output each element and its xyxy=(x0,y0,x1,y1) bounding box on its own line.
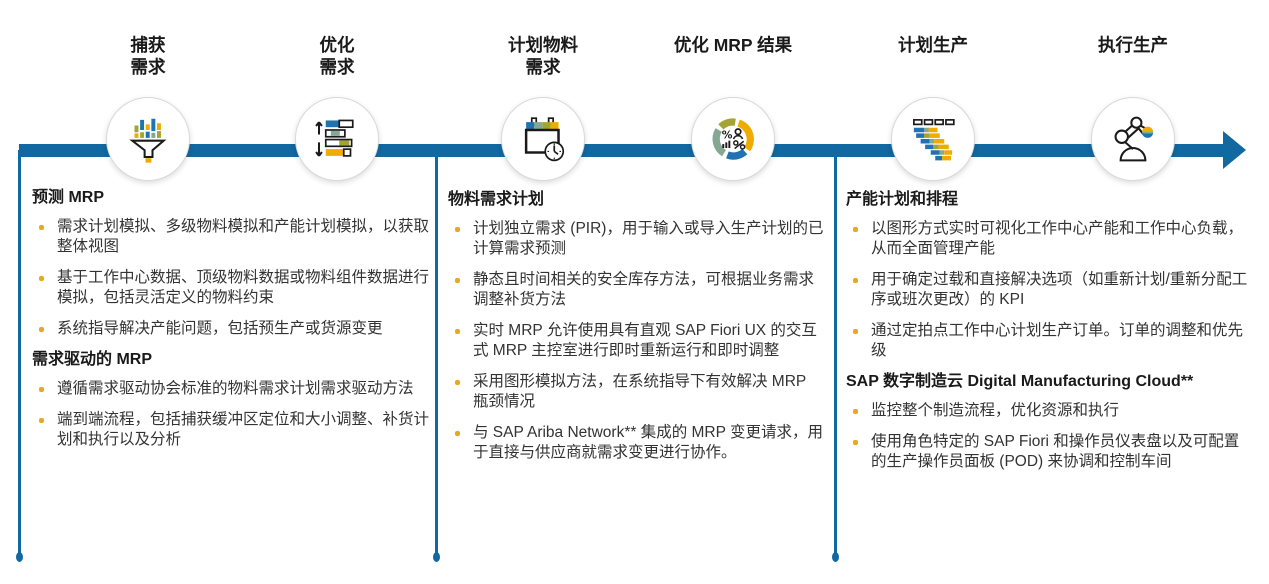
bullet-dot-icon xyxy=(39,276,44,281)
section-mrp: 物料需求计划 计划独立需求 (PIR)，用于输入或导入生产计划的已计算需求预测 … xyxy=(448,190,824,463)
column-divider-3 xyxy=(832,150,839,562)
stage-title-optimize-mrp: 优化 MRP 结果 xyxy=(623,34,843,56)
stage-title-line: 需求 xyxy=(525,57,561,77)
svg-text:%: % xyxy=(722,128,733,141)
list-item: 计划独立需求 (PIR)，用于输入或导入生产计划的已计算需求预测 xyxy=(448,219,824,259)
calendar-clock-icon xyxy=(524,117,565,162)
list-item: 静态且时间相关的安全库存方法，可根据业务需求调整补货方法 xyxy=(448,270,824,310)
bullet-text: 与 SAP Ariba Network** 集成的 MRP 变更请求，用于直接与… xyxy=(473,424,823,461)
stage-title-line: 捕获 xyxy=(130,35,166,55)
list-item: 监控整个制造流程，优化资源和执行 xyxy=(846,401,1248,421)
stage-circle-plan-production xyxy=(891,97,975,181)
bullet-text: 实时 MRP 允许使用具有直观 SAP Fiori UX 的交互式 MRP 主控… xyxy=(473,322,817,359)
stage-title-line: 计划物料 xyxy=(508,35,578,55)
bullet-dot-icon xyxy=(455,380,460,385)
list-item: 与 SAP Ariba Network** 集成的 MRP 变更请求，用于直接与… xyxy=(448,423,824,463)
section-heading: 产能计划和排程 xyxy=(846,191,959,208)
stage-title-plan-material: 计划物料 需求 xyxy=(433,34,653,78)
bullet-dot-icon xyxy=(39,387,44,392)
list-item: 基于工作中心数据、顶级物料数据或物料组件数据进行模拟，包括灵活定义的物料约束 xyxy=(32,268,432,308)
bullet-dot-icon xyxy=(39,225,44,230)
stage-circle-plan-material xyxy=(501,97,585,181)
bullet-dot-icon xyxy=(853,329,858,334)
bullet-text: 端到端流程，包括捕获缓冲区定位和大小调整、补货计划和执行以及分析 xyxy=(57,411,430,448)
list-item: 系统指导解决产能问题，包括预生产或货源变更 xyxy=(32,319,432,339)
bullet-text: 需求计划模拟、多级物料模拟和产能计划模拟，以获取整体视图 xyxy=(57,218,430,255)
column-divider-1 xyxy=(16,150,23,562)
section-heading: 预测 MRP xyxy=(32,189,105,206)
stage-title-line: 执行生产 xyxy=(1098,35,1168,55)
list-item: 以图形方式实时可视化工作中心产能和工作中心负载，从而全面管理产能 xyxy=(846,219,1248,259)
bullet-dot-icon xyxy=(853,440,858,445)
column-capacity-planning: 产能计划和排程 以图形方式实时可视化工作中心产能和工作中心负载，从而全面管理产能… xyxy=(846,190,1248,483)
stage-title-line: 需求 xyxy=(319,57,355,77)
bullet-dot-icon xyxy=(455,278,460,283)
section-forecast-mrp: 预测 MRP 需求计划模拟、多级物料模拟和产能计划模拟，以获取整体视图 基于工作… xyxy=(32,188,432,339)
bullet-text: 采用图形模拟方法，在系统指导下有效解决 MRP 瓶颈情况 xyxy=(473,373,806,410)
stage-circle-optimize-demand xyxy=(295,97,379,181)
bullet-dot-icon xyxy=(455,329,460,334)
section-demand-driven-mrp: 需求驱动的 MRP 遵循需求驱动协会标准的物料需求计划需求驱动方法 端到端流程，… xyxy=(32,350,432,450)
bullet-dot-icon xyxy=(455,227,460,232)
section-heading: 需求驱动的 MRP xyxy=(32,351,153,368)
stage-circle-optimize-mrp: % xyxy=(691,97,775,181)
list-item: 采用图形模拟方法，在系统指导下有效解决 MRP 瓶颈情况 xyxy=(448,372,824,412)
bullet-dot-icon xyxy=(853,227,858,232)
column-forecast-mrp: 预测 MRP 需求计划模拟、多级物料模拟和产能计划模拟，以获取整体视图 基于工作… xyxy=(32,188,432,461)
stage-title-line: 优化 MRP 结果 xyxy=(673,35,793,55)
section-heading: SAP 数字制造云 Digital Manufacturing Cloud** xyxy=(846,373,1194,390)
stage-title-optimize-demand: 优化 需求 xyxy=(227,34,447,78)
bullet-dot-icon xyxy=(455,431,460,436)
list-item: 需求计划模拟、多级物料模拟和产能计划模拟，以获取整体视图 xyxy=(32,217,432,257)
stage-title-execute-production: 执行生产 xyxy=(1023,34,1243,56)
stage-title-line: 需求 xyxy=(130,57,166,77)
section-capacity-planning: 产能计划和排程 以图形方式实时可视化工作中心产能和工作中心负载，从而全面管理产能… xyxy=(846,190,1248,361)
column-material-requirements-planning: 物料需求计划 计划独立需求 (PIR)，用于输入或导入生产计划的已计算需求预测 … xyxy=(448,190,824,474)
stage-circle-execute-production xyxy=(1091,97,1175,181)
list-item: 通过定拍点工作中心计划生产订单。订单的调整和优先级 xyxy=(846,321,1248,361)
bullet-dot-icon xyxy=(39,418,44,423)
column-divider-2 xyxy=(433,150,440,562)
list-item: 用于确定过载和直接解决选项（如重新计划/重新分配工序或班次更改）的 KPI xyxy=(846,270,1248,310)
list-item: 遵循需求驱动协会标准的物料需求计划需求驱动方法 xyxy=(32,379,432,399)
timeline-arrowhead-icon xyxy=(1223,131,1246,169)
bullet-text: 用于确定过载和直接解决选项（如重新计划/重新分配工序或班次更改）的 KPI xyxy=(871,271,1248,308)
list-item: 实时 MRP 允许使用具有直观 SAP Fiori UX 的交互式 MRP 主控… xyxy=(448,321,824,361)
list-item: 端到端流程，包括捕获缓冲区定位和大小调整、补货计划和执行以及分析 xyxy=(32,410,432,450)
bullet-text: 遵循需求驱动协会标准的物料需求计划需求驱动方法 xyxy=(57,380,414,397)
bullet-dot-icon xyxy=(853,409,858,414)
timeline-bar xyxy=(19,144,1224,157)
robot-arm-icon xyxy=(1114,116,1154,162)
bullet-text: 基于工作中心数据、顶级物料数据或物料组件数据进行模拟，包括灵活定义的物料约束 xyxy=(57,269,430,306)
bullet-text: 计划独立需求 (PIR)，用于输入或导入生产计划的已计算需求预测 xyxy=(473,220,824,257)
sort-bars-icon xyxy=(315,119,354,157)
stage-title-capture-demand: 捕获 需求 xyxy=(38,34,258,78)
bullet-text: 监控整个制造流程，优化资源和执行 xyxy=(871,402,1120,419)
section-heading: 物料需求计划 xyxy=(448,191,545,208)
bullet-text: 使用角色特定的 SAP Fiori 和操作员仪表盘以及可配置的生产操作员面板 (… xyxy=(871,433,1240,470)
stage-circle-capture-demand xyxy=(106,97,190,181)
bullet-dot-icon xyxy=(39,327,44,332)
funnel-bars-icon xyxy=(129,118,167,163)
stage-title-line: 计划生产 xyxy=(898,35,968,55)
list-item: 使用角色特定的 SAP Fiori 和操作员仪表盘以及可配置的生产操作员面板 (… xyxy=(846,432,1248,472)
gantt-chart-icon xyxy=(913,119,955,161)
stage-title-line: 优化 xyxy=(319,35,355,55)
kpi-donut-icon: % xyxy=(712,118,754,160)
bullet-dot-icon xyxy=(853,278,858,283)
bullet-text: 通过定拍点工作中心计划生产订单。订单的调整和优先级 xyxy=(871,322,1244,359)
bullet-text: 以图形方式实时可视化工作中心产能和工作中心负载，从而全面管理产能 xyxy=(871,220,1244,257)
stage-title-plan-production: 计划生产 xyxy=(823,34,1043,56)
section-digital-manufacturing-cloud: SAP 数字制造云 Digital Manufacturing Cloud** … xyxy=(846,372,1248,472)
bullet-text: 静态且时间相关的安全库存方法，可根据业务需求调整补货方法 xyxy=(473,271,815,308)
bullet-text: 系统指导解决产能问题，包括预生产或货源变更 xyxy=(57,320,383,337)
